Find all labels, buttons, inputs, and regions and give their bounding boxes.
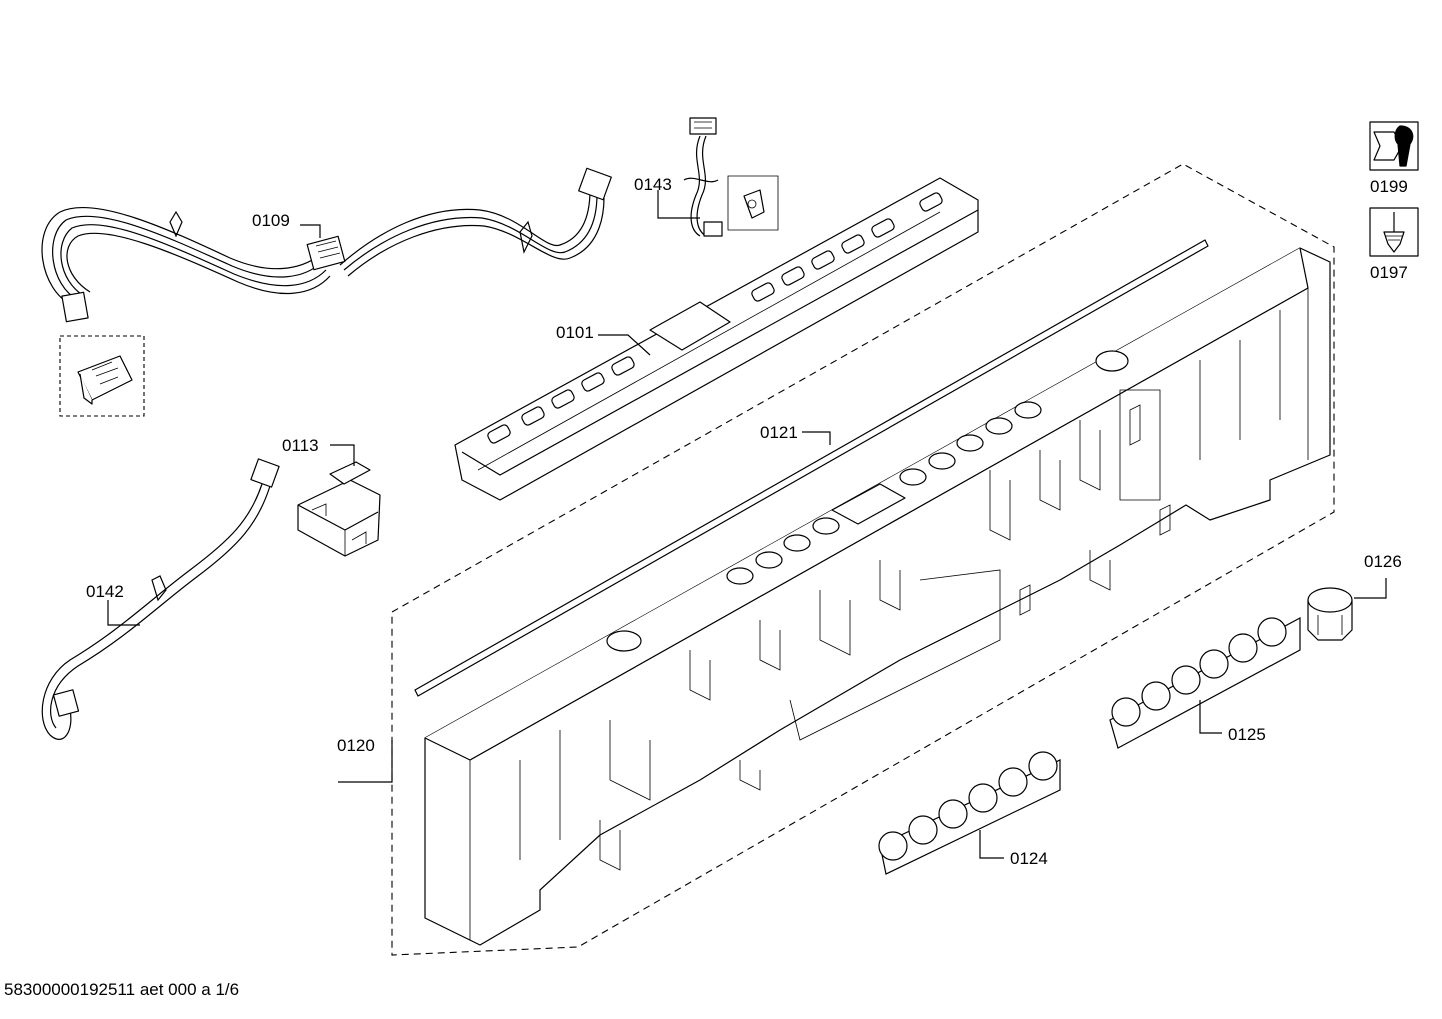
fascia-panel-0120 — [338, 247, 1331, 946]
label-0120: 0120 — [337, 736, 375, 755]
connector-detail-box — [59, 335, 145, 417]
button-row-0125 — [1109, 616, 1301, 749]
label-0109: 0109 — [252, 211, 290, 230]
screwdriver-icon — [1369, 207, 1419, 257]
document-footer: 58300000192511 aet 000 a 1/6 — [4, 980, 240, 999]
label-0125: 0125 — [1228, 725, 1266, 744]
seal-strip-0121 — [414, 239, 1209, 697]
cable-0142 — [41, 458, 280, 740]
harness-0109 — [41, 167, 612, 323]
connector-block-0113 — [297, 444, 381, 557]
button-0126 — [1307, 578, 1387, 641]
label-0126: 0126 — [1364, 552, 1402, 571]
harness-0143 — [657, 117, 779, 237]
wrench-nut-icon — [1369, 121, 1419, 171]
label-0113: 0113 — [282, 436, 319, 455]
label-0124: 0124 — [1010, 849, 1048, 868]
label-0121: 0121 — [760, 423, 798, 442]
button-row-0124 — [878, 751, 1061, 875]
control-module-0101 — [454, 177, 979, 501]
label-0143: 0143 — [634, 175, 672, 194]
module-buttons — [487, 192, 943, 444]
fascia-holes — [606, 350, 1129, 652]
assembly-outline — [391, 163, 1335, 956]
label-0142: 0142 — [86, 582, 124, 601]
label-0199: 0199 — [1370, 177, 1408, 196]
label-0197: 0197 — [1370, 263, 1408, 282]
fascia-ribs — [519, 310, 1281, 871]
label-0101: 0101 — [556, 323, 594, 342]
